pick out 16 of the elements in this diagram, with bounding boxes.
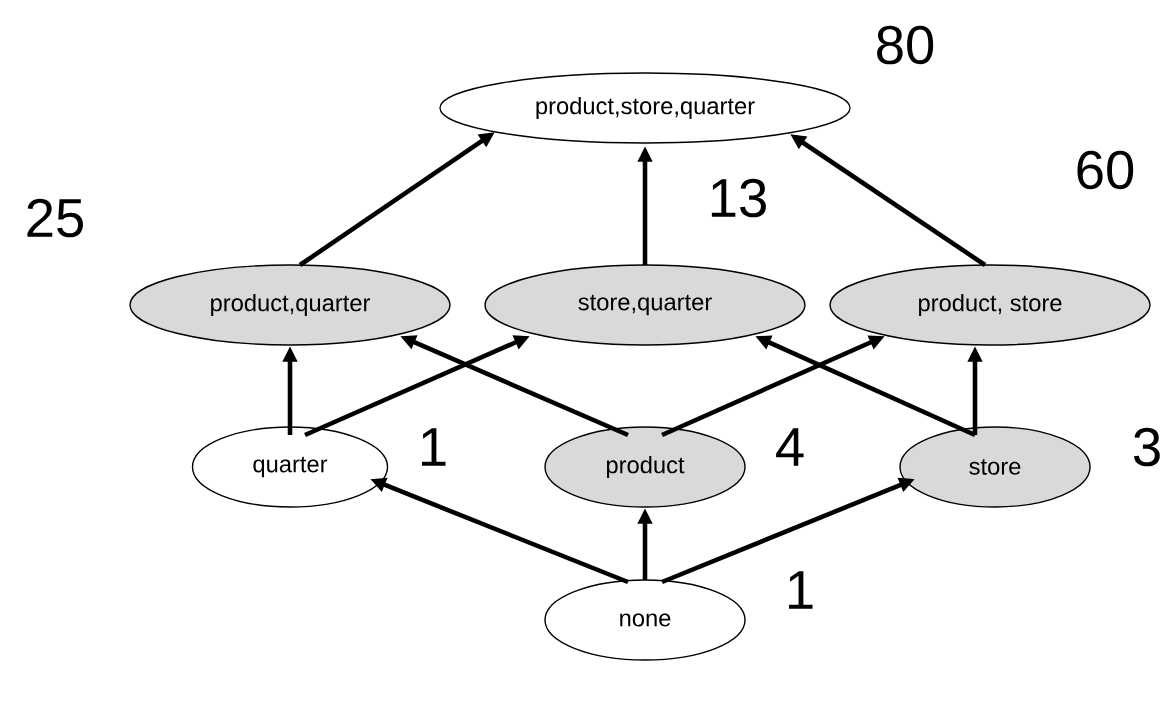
number-label: 4 (776, 428, 804, 466)
ellipse-node: product (544, 426, 746, 508)
ellipse-node: store,quarter (484, 264, 806, 346)
ellipse-node: store (899, 426, 1091, 508)
ellipse-node: product, store (829, 264, 1151, 346)
number-label: 1 (789, 571, 813, 609)
number-label: 1 (422, 428, 446, 466)
number-label: 3 (1133, 427, 1160, 467)
ellipse-node: none (544, 579, 746, 661)
number-label: 13 (711, 178, 766, 218)
ellipse-node: product,store,quarter (439, 72, 851, 144)
number-label: 60 (1077, 150, 1134, 190)
ellipse-node: quarter (191, 426, 389, 508)
ellipse-node: product,quarter (129, 264, 451, 346)
number-label: 80 (877, 25, 934, 65)
number-label: 25 (27, 198, 83, 238)
